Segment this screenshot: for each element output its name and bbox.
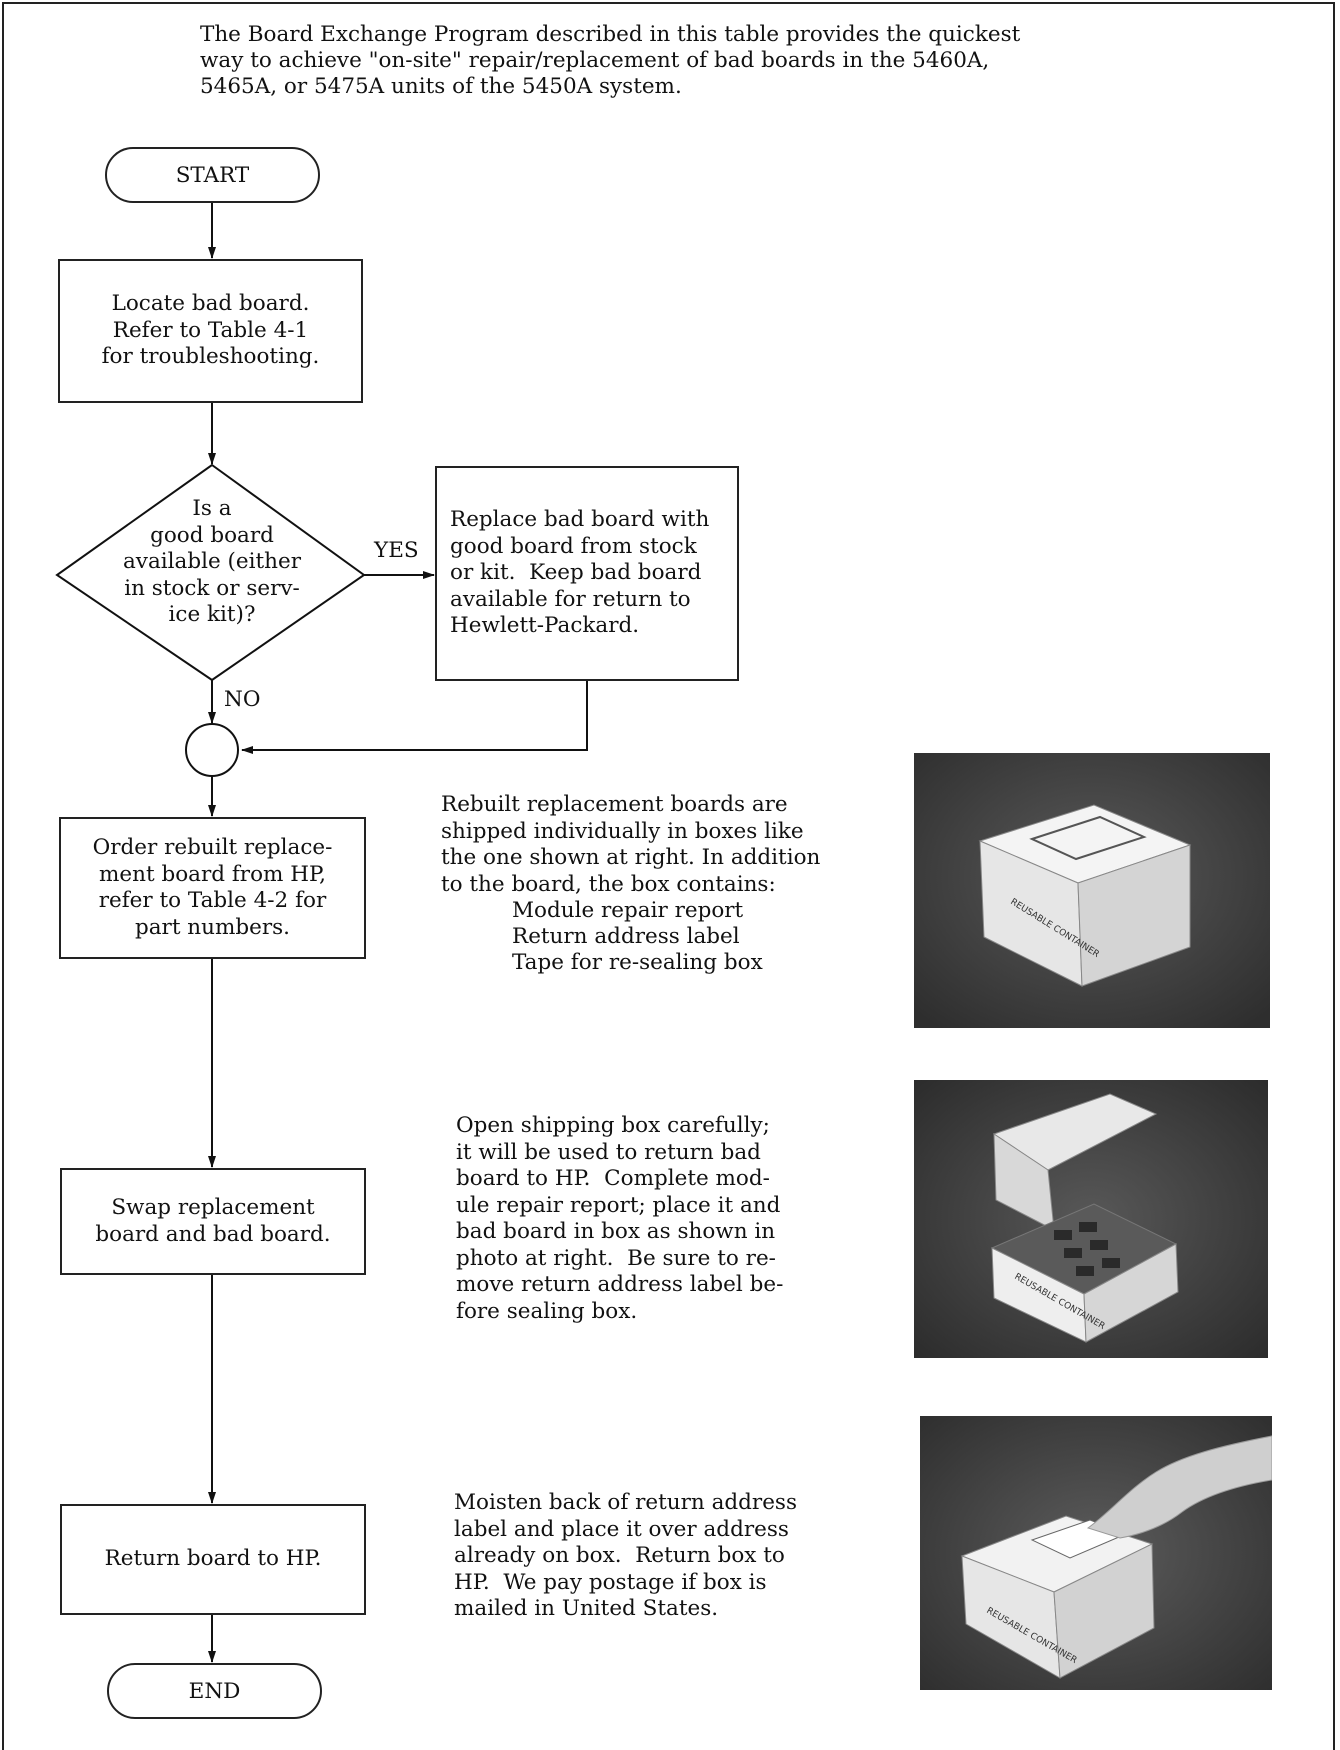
swap-box: Swap replacement board and bad board.	[60, 1168, 366, 1275]
replace-text: Replace bad board with good board from s…	[450, 507, 710, 639]
locate-text: Locate bad board. Refer to Table 4-1 for…	[101, 291, 320, 370]
photo-closed-box: REUSABLE CONTAINER	[914, 753, 1270, 1028]
swap-text: Swap replacement board and bad board.	[95, 1195, 331, 1247]
start-terminal: START	[105, 147, 320, 203]
photo-apply-label: REUSABLE CONTAINER	[920, 1416, 1272, 1690]
intro-line-2: way to achieve "on-site" repair/replacem…	[200, 48, 990, 73]
junction-connector	[185, 723, 239, 777]
decision-diamond	[55, 463, 366, 682]
order-text: Order rebuilt replace- ment board from H…	[92, 835, 333, 940]
note-moisten: Moisten back of return address label and…	[454, 1490, 797, 1621]
end-label: END	[188, 1678, 241, 1704]
note-content-item-1: Module repair report	[512, 898, 744, 923]
no-label: NO	[224, 687, 261, 712]
locate-box: Locate bad board. Refer to Table 4-1 for…	[58, 259, 363, 403]
return-box: Return board to HP.	[60, 1504, 366, 1615]
note-open-box: Open shipping box carefully; it will be …	[456, 1113, 784, 1324]
decision-text: Is a good board available (either in sto…	[122, 496, 302, 627]
note-content-item-3: Tape for re-sealing box	[512, 950, 763, 975]
arrow-replace-to-junction	[241, 680, 588, 754]
intro-line-1: The Board Exchange Program described in …	[200, 22, 1021, 47]
note-rebuilt: Rebuilt replacement boards are shipped i…	[441, 792, 821, 897]
intro-line-3: 5465A, or 5475A units of the 5450A syste…	[200, 74, 682, 99]
end-terminal: END	[107, 1663, 322, 1719]
order-box: Order rebuilt replace- ment board from H…	[59, 817, 366, 959]
return-text: Return board to HP.	[104, 1546, 322, 1572]
yes-label: YES	[374, 538, 419, 563]
start-label: START	[175, 162, 250, 188]
note-content-item-2: Return address label	[512, 924, 740, 949]
photo-open-box: REUSABLE CONTAINER	[914, 1080, 1268, 1358]
replace-box: Replace bad board with good board from s…	[435, 466, 739, 681]
